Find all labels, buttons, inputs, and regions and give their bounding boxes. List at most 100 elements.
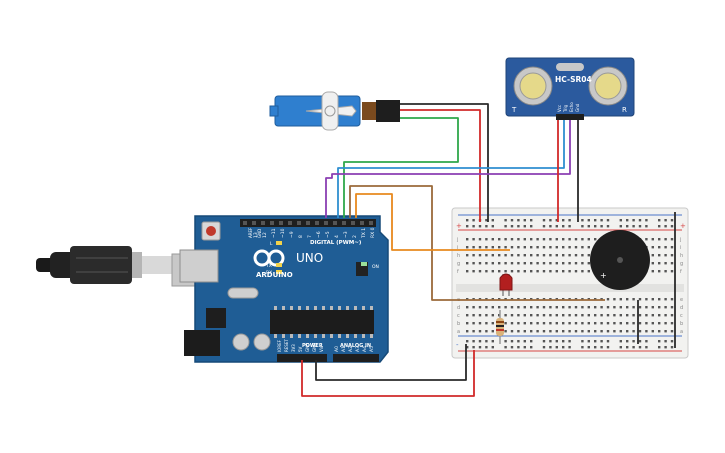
breadboard-hole <box>587 346 590 349</box>
breadboard-hole <box>542 314 546 317</box>
breadboard-hole <box>619 314 622 317</box>
breadboard-hole <box>510 340 514 343</box>
breadboard-hole <box>664 270 667 273</box>
breadboard-hole <box>549 346 552 349</box>
breadboard-hole <box>664 322 667 325</box>
breadboard-hole <box>555 219 558 222</box>
breadboard-row-letter: e <box>680 297 683 303</box>
breadboard-hole <box>651 270 654 273</box>
breadboard-hole <box>478 225 482 228</box>
wire-sensor-echo <box>325 120 571 218</box>
breadboard-hole <box>600 306 603 309</box>
breadboard-hole <box>510 246 514 249</box>
sensor-pin-label: Trig <box>563 104 568 113</box>
breadboard-hole <box>478 322 482 325</box>
breadboard-hole <box>510 270 514 273</box>
breadboard-hole <box>549 340 552 343</box>
breadboard-hole <box>555 314 558 317</box>
breadboard-hole <box>626 219 629 222</box>
analog-header <box>333 354 379 362</box>
breadboard-hole <box>638 346 642 349</box>
breadboard-hole <box>504 330 507 333</box>
breadboard-hole <box>510 314 514 317</box>
breadboard-hole <box>568 306 571 309</box>
digital-pin-label: 8 <box>298 235 304 238</box>
breadboard-hole <box>530 314 533 317</box>
breadboard-hole <box>472 314 475 317</box>
red-led <box>499 273 513 296</box>
breadboard-hole <box>555 225 558 228</box>
breadboard-hole <box>619 298 622 301</box>
breadboard-hole <box>658 219 661 222</box>
breadboard-hole <box>664 330 667 333</box>
breadboard-hole <box>626 330 629 333</box>
breadboard-hole <box>670 322 674 325</box>
breadboard-hole <box>472 306 475 309</box>
breadboard-hole <box>645 238 648 241</box>
breadboard-hole <box>517 340 520 343</box>
breadboard-hole <box>606 219 610 222</box>
breadboard-hole <box>651 246 654 249</box>
breadboard-hole <box>568 254 571 257</box>
breadboard-hole <box>638 340 642 343</box>
breadboard-hole <box>517 346 520 349</box>
resistor <box>496 310 504 344</box>
breadboard-hole <box>530 225 533 228</box>
breadboard-hole <box>581 346 584 349</box>
breadboard-hole <box>466 340 469 343</box>
breadboard-hole <box>638 314 642 317</box>
breadboard-row-letter: c <box>680 313 683 319</box>
breadboard-hole <box>536 254 539 257</box>
breadboard-hole <box>517 254 520 257</box>
breadboard-hole <box>651 254 654 257</box>
breadboard-hole <box>466 306 469 309</box>
breadboard-hole <box>504 254 507 257</box>
breadboard-hole <box>542 346 546 349</box>
breadboard-hole <box>472 346 475 349</box>
breadboard-hole <box>536 330 539 333</box>
breadboard-hole <box>472 238 475 241</box>
breadboard-hole <box>562 314 565 317</box>
breadboard-hole <box>549 219 552 222</box>
breadboard-hole <box>530 330 533 333</box>
digital-pin-label: 12 <box>262 232 268 238</box>
breadboard-hole <box>626 225 629 228</box>
breadboard-hole <box>600 340 603 343</box>
breadboard-hole <box>594 219 597 222</box>
power-jack <box>184 330 220 356</box>
breadboard-hole <box>491 225 494 228</box>
breadboard-hole <box>670 314 674 317</box>
breadboard-hole <box>632 306 635 309</box>
breadboard-hole <box>536 314 539 317</box>
breadboard-hole <box>510 238 514 241</box>
breadboard-hole <box>555 346 558 349</box>
breadboard-hole <box>632 314 635 317</box>
digital-pin-label: ~11 <box>271 228 277 238</box>
breadboard-hole <box>549 262 552 265</box>
breadboard-row-letter: j <box>456 237 458 243</box>
breadboard-hole <box>498 238 501 241</box>
breadboard-hole <box>549 322 552 325</box>
breadboard-hole <box>587 330 590 333</box>
breadboard-hole <box>658 346 661 349</box>
rail-plus-label: + <box>456 222 462 230</box>
breadboard-hole <box>491 238 494 241</box>
breadboard-hole <box>530 306 533 309</box>
breadboard-hole <box>645 225 648 228</box>
breadboard-hole <box>574 270 578 273</box>
breadboard-hole <box>645 314 648 317</box>
breadboard-hole <box>530 246 533 249</box>
breadboard-hole <box>664 298 667 301</box>
breadboard-hole <box>485 270 488 273</box>
breadboard-hole <box>632 322 635 325</box>
breadboard-hole <box>594 330 597 333</box>
breadboard-hole <box>658 246 661 249</box>
analog-label: ANALOG IN <box>340 343 371 349</box>
breadboard-hole <box>504 219 507 222</box>
tx-label: TX <box>265 263 272 269</box>
breadboard-hole <box>574 322 578 325</box>
breadboard-hole <box>581 262 584 265</box>
breadboard-row-letter: j <box>679 237 681 243</box>
breadboard-hole <box>645 219 648 222</box>
